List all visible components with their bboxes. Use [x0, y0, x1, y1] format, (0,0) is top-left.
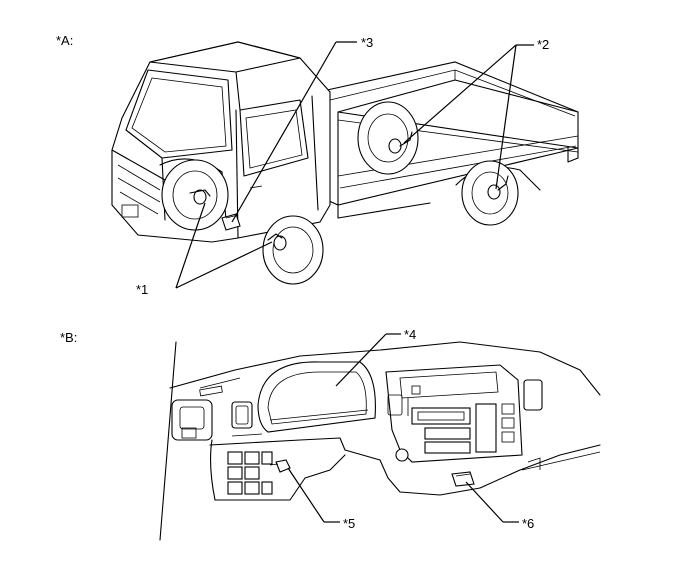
- callout-4-label: *4: [404, 327, 417, 342]
- panel-a-label: *A:: [56, 33, 74, 48]
- leader-2a: [403, 44, 517, 144]
- combination-meter: [257, 361, 376, 433]
- panel-a-leaders: [175, 41, 534, 289]
- leader-1b: [175, 241, 273, 289]
- rear-right-wheel: [455, 160, 541, 226]
- leader-3: [231, 41, 337, 223]
- airbag-sensor-box: [451, 471, 475, 487]
- leader-5: [287, 467, 325, 523]
- leader-4: [335, 333, 387, 387]
- panel-b-leaders: [287, 333, 519, 523]
- callout-6-label: *6: [522, 516, 535, 531]
- callout-3-label: *3: [361, 35, 374, 50]
- leader-1a: [175, 202, 206, 289]
- callout-2-label: *2: [537, 37, 550, 52]
- rear-left-wheel: [357, 101, 419, 175]
- dlc3-connector: [269, 459, 291, 473]
- callout-1-label: *1: [136, 282, 149, 297]
- center-console: [385, 364, 523, 463]
- front-left-wheel: [161, 159, 229, 231]
- cargo-bed: [317, 61, 579, 219]
- truck-illustration: [111, 41, 579, 285]
- left-vent: [171, 399, 213, 441]
- front-right-wheel: [262, 215, 324, 285]
- panel-b-label: *B:: [60, 330, 78, 345]
- a-pillar: [159, 341, 177, 541]
- callout-5-label: *5: [343, 516, 356, 531]
- leader-2b: [495, 44, 517, 190]
- switch-panel: [227, 451, 273, 495]
- dashboard-illustration: [159, 341, 601, 541]
- leader-6: [465, 481, 504, 523]
